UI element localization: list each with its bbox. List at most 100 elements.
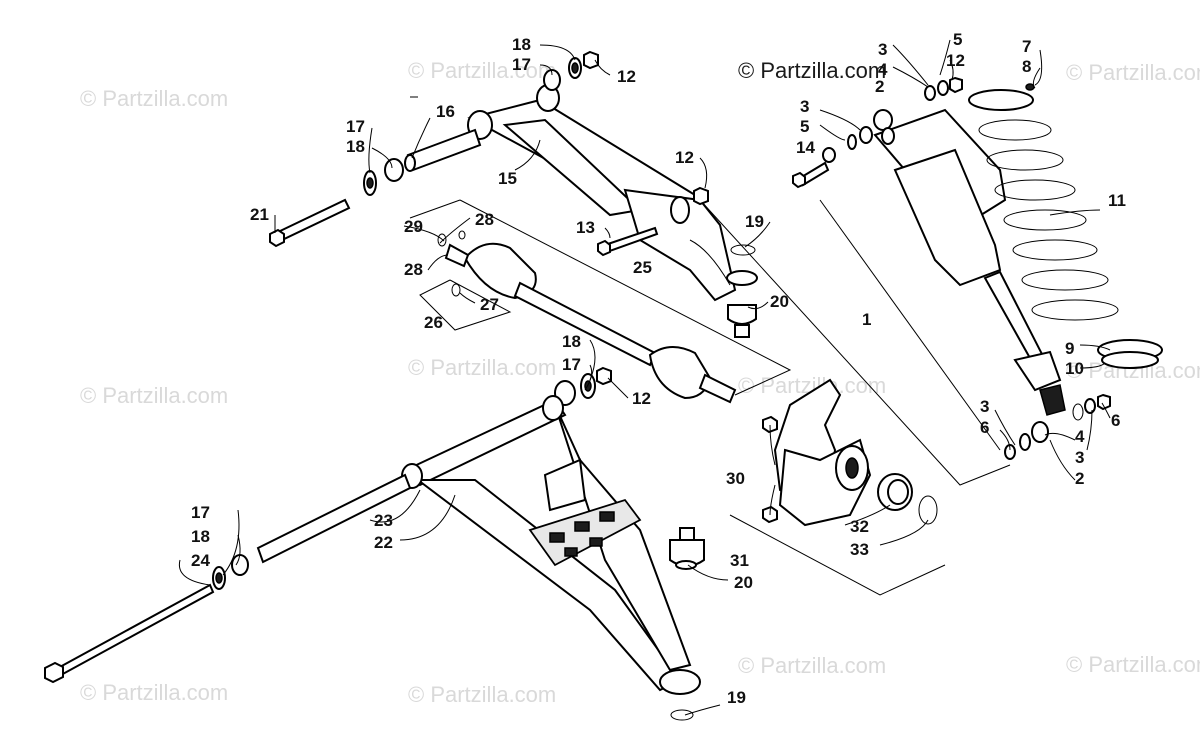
callout-12: 12 (946, 51, 965, 70)
callout-7: 7 (1022, 37, 1031, 56)
upper-ball-joint (726, 244, 758, 338)
leader-line (235, 534, 241, 566)
knuckle-outline (729, 514, 946, 596)
callout-17: 17 (512, 55, 531, 74)
spacer (847, 134, 857, 150)
washer-hole (366, 177, 374, 189)
gusset-hole (564, 547, 578, 557)
leader-line (459, 292, 476, 304)
shock-body (893, 148, 1002, 287)
watermark-text: © Partzilla.com (80, 680, 228, 705)
upper-arm-ball-mount (623, 188, 737, 302)
leader-line (1034, 49, 1043, 86)
shock-outline (819, 199, 1001, 451)
pivot-shaft (406, 128, 482, 172)
lower-arm-bushing (542, 395, 564, 421)
bolt-shank (276, 198, 351, 242)
leader-line (1079, 362, 1106, 369)
bolt-21 (269, 198, 351, 248)
callout-2: 2 (1075, 469, 1084, 488)
callout-6: 6 (1111, 411, 1120, 430)
spring-retainer (968, 89, 1034, 111)
bolt-13 (597, 226, 659, 257)
callout-numbers: 18 17 12 16 17 18 15 21 12 13 19 20 29 2… (191, 30, 1126, 707)
leader-line (399, 494, 456, 541)
callout-27: 27 (480, 295, 499, 314)
spring-coil (986, 149, 1064, 171)
spring-bumper (1101, 351, 1159, 369)
clamp (451, 283, 461, 297)
ball-joint-body (727, 304, 757, 325)
watermark-text: © Partzilla.com (408, 682, 556, 707)
leader-line (1032, 67, 1041, 89)
bolt-shank (56, 583, 215, 677)
spring-coil (1031, 299, 1119, 321)
callout-18: 18 (191, 527, 210, 546)
callout-30: 30 (726, 469, 745, 488)
callout-18: 18 (562, 332, 581, 351)
callout-28: 28 (475, 210, 494, 229)
ball-joint-stud (679, 527, 695, 541)
leader-line (994, 409, 1016, 446)
lower-shaft (44, 473, 412, 684)
watermark-text: © Partzilla.com (80, 86, 228, 111)
cv-spline (444, 243, 470, 268)
leader-line (371, 147, 393, 169)
callout-18: 18 (346, 137, 365, 156)
leader-line (1049, 209, 1101, 216)
leader-line (604, 227, 611, 239)
leader-line (178, 559, 211, 586)
nut (693, 186, 709, 206)
callout-25: 25 (633, 258, 652, 277)
callout-26: 26 (424, 313, 443, 332)
pivot-shaft (256, 473, 412, 564)
callout-6: 6 (980, 418, 989, 437)
leader-line (939, 39, 951, 76)
spring-coil (1012, 239, 1098, 261)
callout-8: 8 (1022, 57, 1031, 76)
leader-line (1079, 344, 1111, 351)
callout-15: 15 (498, 169, 517, 188)
washer (859, 126, 873, 144)
washer (1084, 398, 1096, 414)
callout-16: 16 (436, 102, 455, 121)
lower-arm-front-tube (408, 398, 567, 487)
leader-line (539, 44, 576, 61)
leader-line (747, 301, 769, 310)
leader-line (368, 127, 373, 174)
callout-3: 3 (980, 397, 989, 416)
leader-lines (178, 39, 1111, 716)
leader-line (514, 139, 541, 171)
pivot-shaft-16 (404, 128, 482, 172)
snap-ring (670, 709, 694, 721)
bushing (384, 158, 404, 182)
watermark-text: © Partzilla.com (408, 58, 556, 83)
watermark-text: © Partzilla.com (80, 383, 228, 408)
callout-12: 12 (617, 67, 636, 86)
callout-19: 19 (745, 212, 764, 231)
leader-line (411, 117, 431, 159)
leader-line (403, 225, 445, 242)
clip (458, 230, 466, 240)
watermark-text: © Partzilla.com (1066, 652, 1200, 677)
callout-1: 1 (862, 310, 871, 329)
leader-line (879, 519, 929, 546)
bushing (231, 554, 249, 576)
lower-a-arm (401, 395, 701, 721)
leader-line (819, 109, 861, 131)
assembly-outlines (409, 199, 1011, 596)
spacer (1019, 433, 1031, 451)
spring-coil (1003, 209, 1087, 231)
leader-line (1101, 402, 1111, 419)
frame-link-outline (699, 199, 1011, 486)
pivot-shaft-end (404, 154, 416, 172)
watermarks: © Partzilla.com © Partzilla.com © Partzi… (80, 58, 1200, 707)
watermark-text: © Partzilla.com (408, 355, 556, 380)
shock-hardware (792, 76, 1111, 460)
watermark-main: © Partzilla.com (738, 58, 886, 83)
lower-ball-joint (669, 527, 705, 570)
leader-line (684, 704, 721, 716)
callout-11: 11 (1108, 191, 1126, 210)
coil-spring (968, 83, 1163, 369)
